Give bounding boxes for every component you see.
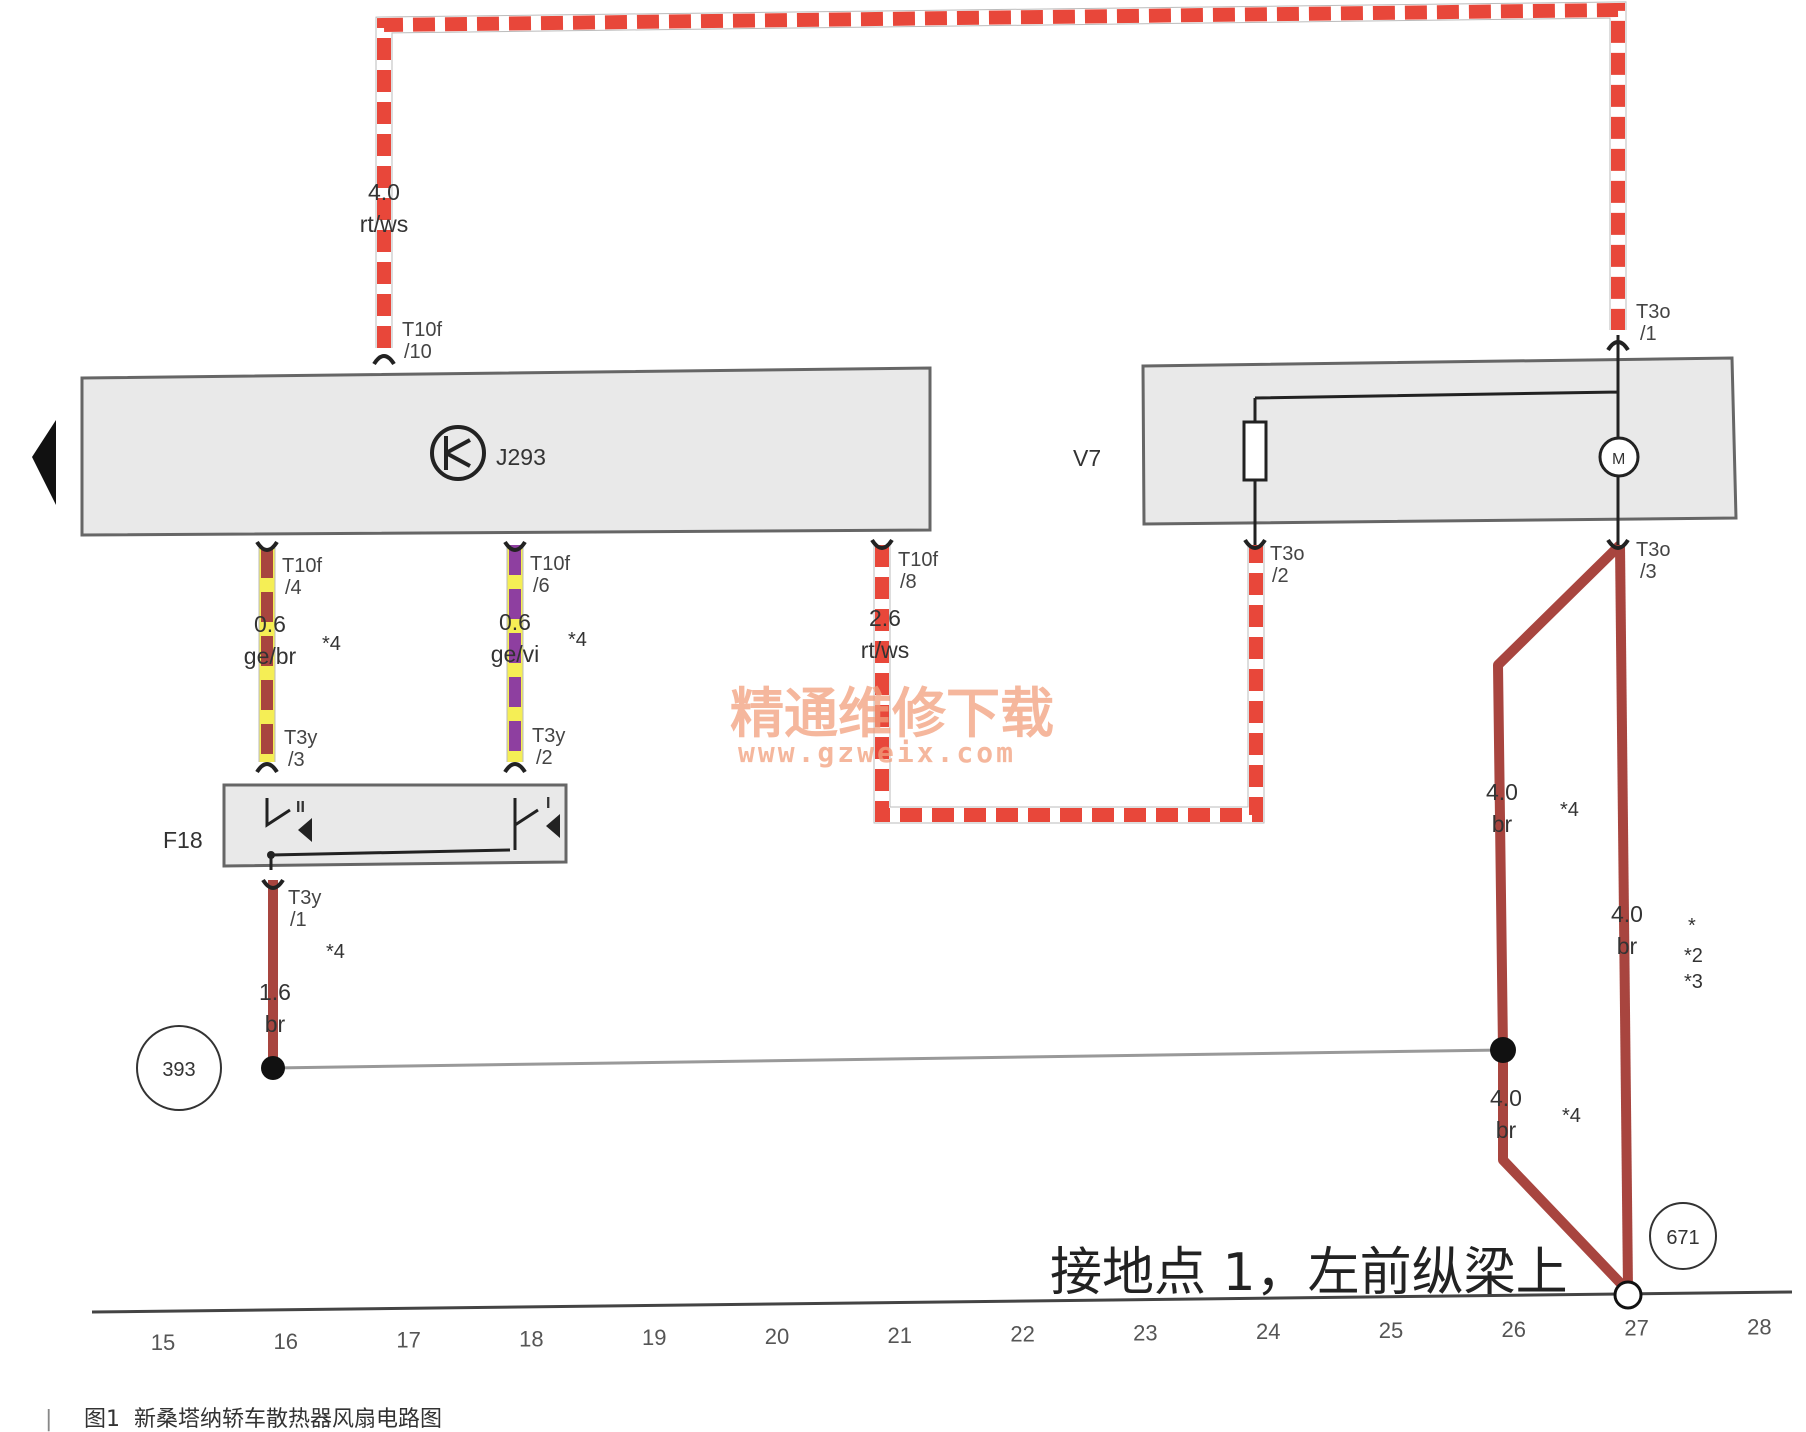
switch-pos-2: II	[296, 799, 305, 816]
axis-tick-17: 17	[396, 1328, 420, 1353]
axis-tick-19: 19	[642, 1325, 666, 1350]
conn-t3o-1: T3o/1	[1636, 301, 1670, 345]
label-f18: F18	[163, 827, 203, 853]
conn-t3o-3: T3o/3	[1636, 539, 1670, 583]
caption-label: 图1	[84, 1407, 120, 1432]
note-n3: *4	[326, 941, 345, 963]
axis-tick-16: 16	[274, 1329, 298, 1354]
f18-switch-contacts	[265, 798, 539, 870]
conn-t10f-6: T10f/6	[530, 553, 570, 597]
axis-tick-23: 23	[1133, 1320, 1157, 1345]
splice-dot	[1490, 1037, 1516, 1063]
note-n1: *4	[322, 633, 341, 655]
wire-rt-ws-bottom	[875, 545, 1263, 822]
conn-t10f-4: T10f/4	[282, 555, 322, 599]
conn-t10f-10: T10f/10	[402, 319, 442, 363]
conn-t3y-3: T3y/3	[284, 727, 317, 771]
axis-tick-28: 28	[1747, 1314, 1771, 1339]
ground-point-label: 接地点 1，左前纵梁上	[1050, 1243, 1568, 1303]
pin-t10f-6	[503, 540, 527, 552]
node-layer	[136, 1025, 1717, 1310]
pin-t3y-3	[255, 762, 279, 774]
note-n6: **2*3	[1684, 915, 1703, 993]
pin-t10f-10	[372, 354, 396, 366]
watermark-title: 精通维修下载	[730, 682, 1054, 745]
watermark-url: www.gzweix.com	[738, 736, 1016, 769]
caption-marker: |	[45, 1407, 52, 1432]
caption-text: 新桑塔纳轿车散热器风扇电路图	[134, 1407, 442, 1432]
wire-br-v7-671	[1615, 544, 1633, 1291]
axis-tick-22: 22	[1010, 1322, 1034, 1347]
pin-t3o-2	[1243, 538, 1267, 550]
ground-671-circle	[1649, 1202, 1717, 1270]
ground-671-point	[1613, 1280, 1643, 1310]
axis-tick-15: 15	[151, 1330, 175, 1355]
pin-t3o-3	[1606, 538, 1630, 550]
wire-rt-ws-top	[377, 2, 1625, 348]
axis-ticks: 15 16 17 18 19 20 21 22 23 24 25 26 27 28	[151, 1314, 1772, 1355]
watermark: 精通维修下载 www.gzweix.com	[730, 682, 1054, 769]
label-v7: V7	[1073, 445, 1101, 471]
note-n2: *4	[568, 629, 587, 651]
relay-symbol	[430, 425, 486, 481]
ground-393-label: 393	[162, 1059, 195, 1081]
pin-t10f-4	[255, 540, 279, 552]
pin-t3o-1	[1606, 340, 1630, 352]
wire-rt-ws-bottom-underlay	[874, 545, 1264, 823]
v7-resistor	[1242, 420, 1268, 482]
motor-symbol	[1598, 436, 1640, 478]
conn-t3y-2: T3y/2	[532, 725, 565, 769]
ground-bus	[272, 1048, 1504, 1070]
label-j293: J293	[496, 444, 546, 470]
ground-393-dot	[261, 1056, 285, 1080]
axis-tick-18: 18	[519, 1326, 543, 1351]
pin-t3y-2	[503, 762, 527, 774]
module-layer	[32, 335, 1738, 870]
axis-tick-20: 20	[765, 1324, 789, 1349]
conn-t3o-2: T3o/2	[1270, 543, 1304, 587]
axis-tick-27: 27	[1624, 1316, 1648, 1341]
v7-module	[1141, 356, 1738, 526]
conn-t3y-1: T3y/1	[288, 887, 321, 931]
continuation-arrow	[32, 420, 56, 505]
wire-br-splice-671	[1498, 1050, 1631, 1294]
axis-tick-24: 24	[1256, 1319, 1280, 1344]
ground-671-label: 671	[1666, 1227, 1699, 1249]
wire-br-v7-splice	[1493, 541, 1624, 1051]
conn-t10f-8: T10f/8	[898, 549, 938, 593]
pin-t3y-1	[261, 878, 285, 890]
j293-module	[80, 366, 932, 537]
axis-tick-21: 21	[888, 1323, 912, 1348]
wire-rt-ws-top-underlay	[376, 2, 1626, 348]
switch-pos-1: I	[546, 795, 550, 812]
wire-rt-ws-bottom-outline	[873, 545, 1265, 824]
note-n4: *4	[1560, 799, 1579, 821]
axis-tick-25: 25	[1379, 1318, 1403, 1343]
label-motor: M	[1612, 451, 1625, 468]
axis-tick-26: 26	[1502, 1317, 1526, 1342]
reference-line	[91, 1290, 1793, 1314]
pin-t10f-8	[870, 538, 894, 550]
ground-393-circle	[136, 1025, 222, 1111]
f18-switch-module	[222, 783, 568, 868]
note-n5: *4	[1562, 1105, 1581, 1127]
wire-rt-ws-top-outline	[375, 1, 1627, 348]
pin-layer	[255, 340, 1630, 890]
wire-layer	[91, 1, 1793, 1314]
